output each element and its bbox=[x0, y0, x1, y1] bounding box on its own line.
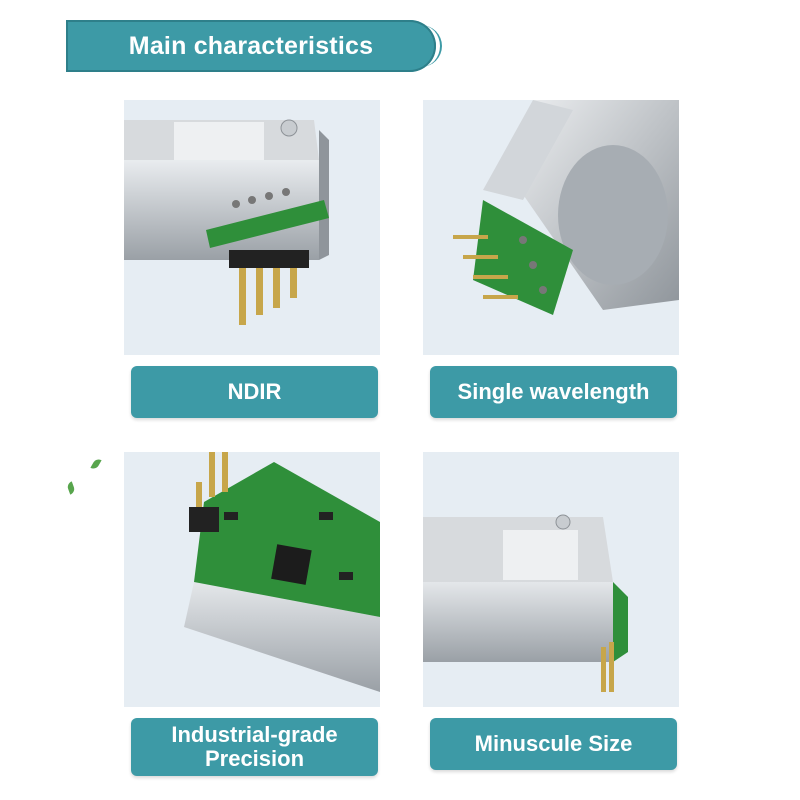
feature-label-single-wavelength: Single wavelength bbox=[430, 366, 677, 418]
feature-label-minuscule-size: Minuscule Size bbox=[430, 718, 677, 770]
banner-title: Main characteristics bbox=[128, 31, 374, 60]
feature-label-ndir: NDIR bbox=[131, 366, 378, 418]
feature-label-industrial-grade: Industrial-grade Precision bbox=[131, 718, 378, 776]
minuscule-size-sensor-image bbox=[423, 452, 679, 707]
industrial-grade-pcb-image bbox=[124, 452, 380, 707]
leaf-decoration bbox=[90, 457, 102, 471]
single-wavelength-sensor-image bbox=[423, 100, 679, 355]
leaf-decoration bbox=[66, 481, 76, 495]
main-characteristics-banner: Main characteristics bbox=[66, 20, 442, 72]
ndir-sensor-image bbox=[124, 100, 380, 355]
